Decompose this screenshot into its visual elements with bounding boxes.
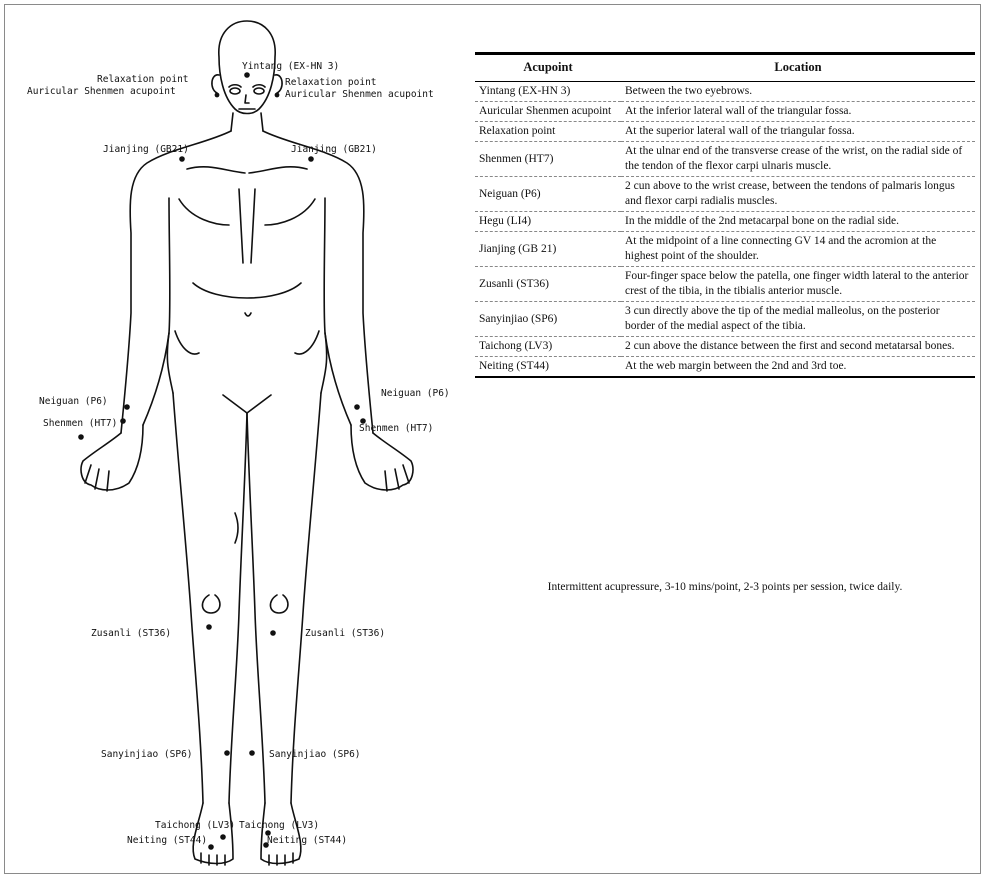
label-jianjing-right: Jianjing (GB21)	[291, 144, 377, 155]
body-diagram: Yintang (EX-HN 3) Relaxation point Auric…	[19, 13, 459, 873]
acupoint-cell: Sanyinjiao (SP6)	[475, 302, 621, 337]
label-zusanli-right: Zusanli (ST36)	[305, 628, 385, 639]
acupoint-cell: Shenmen (HT7)	[475, 142, 621, 177]
location-cell: 3 cun directly above the tip of the medi…	[621, 302, 975, 337]
label-yintang: Yintang (EX-HN 3)	[242, 61, 339, 72]
table-row: Zusanli (ST36)Four-finger space below th…	[475, 267, 975, 302]
point-auricular-right	[275, 93, 280, 98]
table-row: Hegu (LI4)In the middle of the 2nd metac…	[475, 212, 975, 232]
point-zusanli-right	[270, 630, 276, 636]
label-zusanli-left: Zusanli (ST36)	[91, 628, 171, 639]
acupoint-cell: Yintang (EX-HN 3)	[475, 82, 621, 102]
label-neiguan-right: Neiguan (P6)	[381, 388, 450, 399]
point-sanyinjiao-left	[224, 750, 230, 756]
point-shenmen-left	[120, 418, 126, 424]
acupoint-cell: Neiguan (P6)	[475, 177, 621, 212]
point-jianjing-right	[308, 156, 314, 162]
table-row: Yintang (EX-HN 3)Between the two eyebrow…	[475, 82, 975, 102]
point-sanyinjiao-right	[249, 750, 255, 756]
table-header-row: Acupoint Location	[475, 54, 975, 82]
label-relaxation-right: Relaxation point	[285, 77, 377, 88]
header-location: Location	[621, 54, 975, 82]
label-sanyinjiao-left: Sanyinjiao (SP6)	[101, 749, 193, 760]
point-neiting-left	[208, 844, 214, 850]
table-row: Neiting (ST44)At the web margin between …	[475, 357, 975, 378]
point-hegu-left	[78, 434, 84, 440]
label-neiting-right: Neiting (ST44)	[267, 835, 347, 846]
location-cell: At the web margin between the 2nd and 3r…	[621, 357, 975, 378]
acupoint-cell: Hegu (LI4)	[475, 212, 621, 232]
header-acupoint: Acupoint	[475, 54, 621, 82]
table-row: Taichong (LV3)2 cun above the distance b…	[475, 337, 975, 357]
acupoint-table-container: Acupoint Location Yintang (EX-HN 3)Betwe…	[475, 52, 975, 378]
label-jianjing-left: Jianjing (GB21)	[103, 144, 189, 155]
acupoint-cell: Auricular Shenmen acupoint	[475, 102, 621, 122]
location-cell: In the middle of the 2nd metacarpal bone…	[621, 212, 975, 232]
protocol-caption: Intermittent acupressure, 3-10 mins/poin…	[475, 581, 975, 593]
location-cell: At the ulnar end of the transverse creas…	[621, 142, 975, 177]
label-neiguan-left: Neiguan (P6)	[39, 396, 108, 407]
label-auricular-left: Auricular Shenmen acupoint	[27, 86, 176, 97]
point-jianjing-left	[179, 156, 185, 162]
label-taichong-left: Taichong (LV3)	[155, 820, 235, 831]
label-taichong-right: Taichong (LV3)	[239, 820, 319, 831]
table-row: Jianjing (GB 21)At the midpoint of a lin…	[475, 232, 975, 267]
location-cell: Between the two eyebrows.	[621, 82, 975, 102]
figure-frame: Yintang (EX-HN 3) Relaxation point Auric…	[4, 4, 981, 874]
acupoint-table: Acupoint Location Yintang (EX-HN 3)Betwe…	[475, 52, 975, 378]
point-zusanli-left	[206, 624, 212, 630]
point-yintang	[244, 72, 250, 78]
point-taichong-left	[220, 834, 226, 840]
label-shenmen-left: Shenmen (HT7)	[43, 418, 117, 429]
label-shenmen-right: Shenmen (HT7)	[359, 423, 433, 434]
location-cell: At the midpoint of a line connecting GV …	[621, 232, 975, 267]
label-auricular-right: Auricular Shenmen acupoint	[285, 89, 434, 100]
label-sanyinjiao-right: Sanyinjiao (SP6)	[269, 749, 361, 760]
body-outline-illustration	[19, 13, 459, 873]
location-cell: Four-finger space below the patella, one…	[621, 267, 975, 302]
label-neiting-left: Neiting (ST44)	[127, 835, 207, 846]
table-row: Shenmen (HT7)At the ulnar end of the tra…	[475, 142, 975, 177]
acupoint-cell: Jianjing (GB 21)	[475, 232, 621, 267]
acupoint-cell: Relaxation point	[475, 122, 621, 142]
table-row: Sanyinjiao (SP6)3 cun directly above the…	[475, 302, 975, 337]
acupoint-cell: Zusanli (ST36)	[475, 267, 621, 302]
location-cell: At the inferior lateral wall of the tria…	[621, 102, 975, 122]
acupoint-cell: Neiting (ST44)	[475, 357, 621, 378]
location-cell: 2 cun above to the wrist crease, between…	[621, 177, 975, 212]
point-neiguan-right	[354, 404, 360, 410]
point-auricular-left	[215, 93, 220, 98]
table-row: Neiguan (P6)2 cun above to the wrist cre…	[475, 177, 975, 212]
acupoint-cell: Taichong (LV3)	[475, 337, 621, 357]
point-neiguan-left	[124, 404, 130, 410]
label-relaxation-left: Relaxation point	[97, 74, 189, 85]
location-cell: 2 cun above the distance between the fir…	[621, 337, 975, 357]
location-cell: At the superior lateral wall of the tria…	[621, 122, 975, 142]
